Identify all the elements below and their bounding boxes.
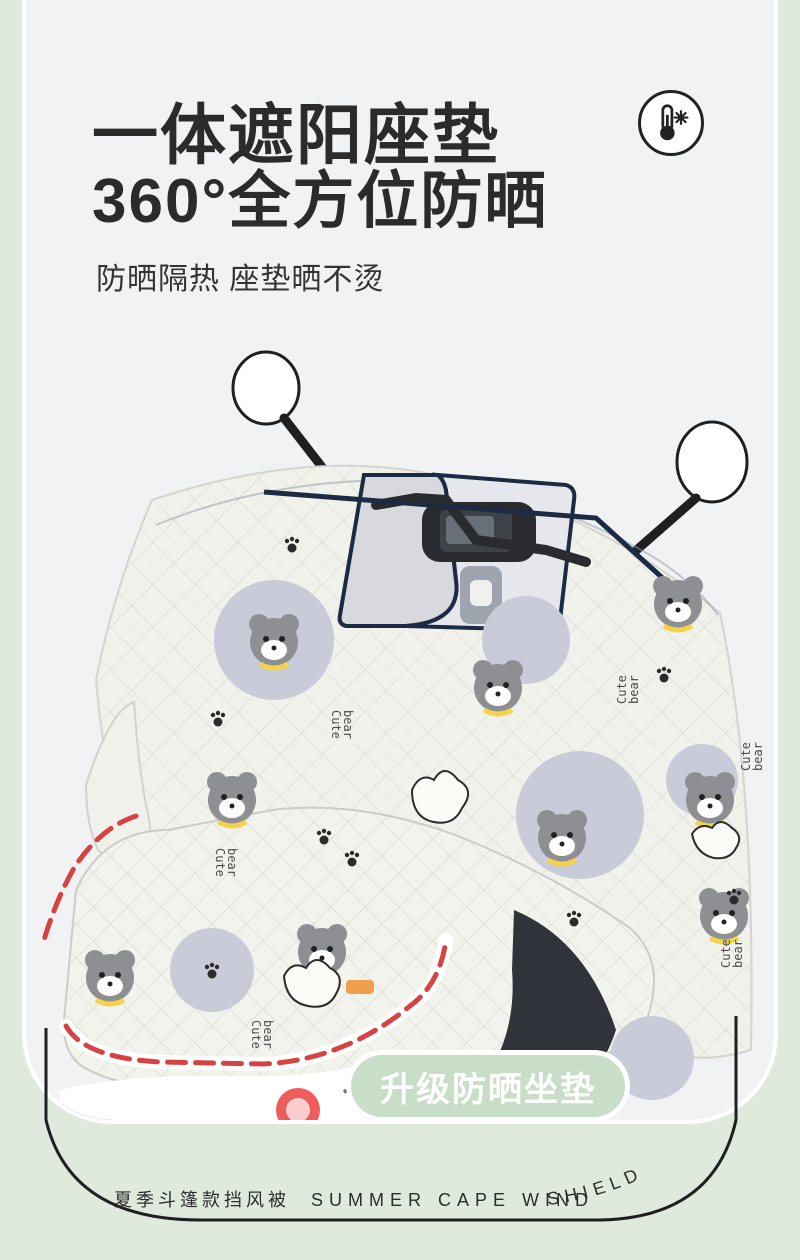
hero-subtitle: 防晒隔热 座垫晒不烫 [96,263,385,296]
svg-text:Cute: Cute [615,675,629,704]
svg-text:bear: bear [627,675,641,704]
handlebar-window [263,472,700,633]
hero-title-line-2: 360°全方位防晒 [92,167,549,236]
svg-text:Cute: Cute [329,710,343,739]
thermometer-snowflake-icon [638,90,704,156]
svg-text:Cute: Cute [739,742,753,771]
svg-text:Cute: Cute [249,1020,263,1049]
hero-title-line-1: 一体遮阳座垫 [92,98,500,172]
svg-text:bear: bear [341,710,355,739]
footer-caption-cn: 夏季斗篷款挡风被 [114,1190,290,1210]
svg-text:SHIELD: SHIELD [548,1162,646,1209]
svg-text:Cute: Cute [213,848,227,877]
svg-text:Cute: Cute [719,939,733,968]
scooter-seat-cover-illustration: Cute bear Cute bear Cute bear Cute bear … [41,350,765,1120]
upgrade-badge-label: 升级防晒坐垫 [351,1055,625,1117]
svg-text:bear: bear [731,939,745,968]
footer-caption-en-part-2: SHIELD [548,1162,640,1209]
svg-text:bear: bear [225,848,239,877]
cover-panel-flap [84,700,152,872]
hero-card: 一体遮阳座垫 360°全方位防晒 防晒隔热 座垫晒不烫 [26,0,774,1120]
svg-text:bear: bear [751,742,765,771]
upgrade-badge: 升级防晒坐垫 [346,1050,630,1122]
footer-caption-curve: SHIELD [548,1162,646,1209]
footer-caption: 夏季斗篷款挡风被 SUMMER CAPE WIND [114,1186,594,1212]
svg-text:bear: bear [261,1020,275,1049]
